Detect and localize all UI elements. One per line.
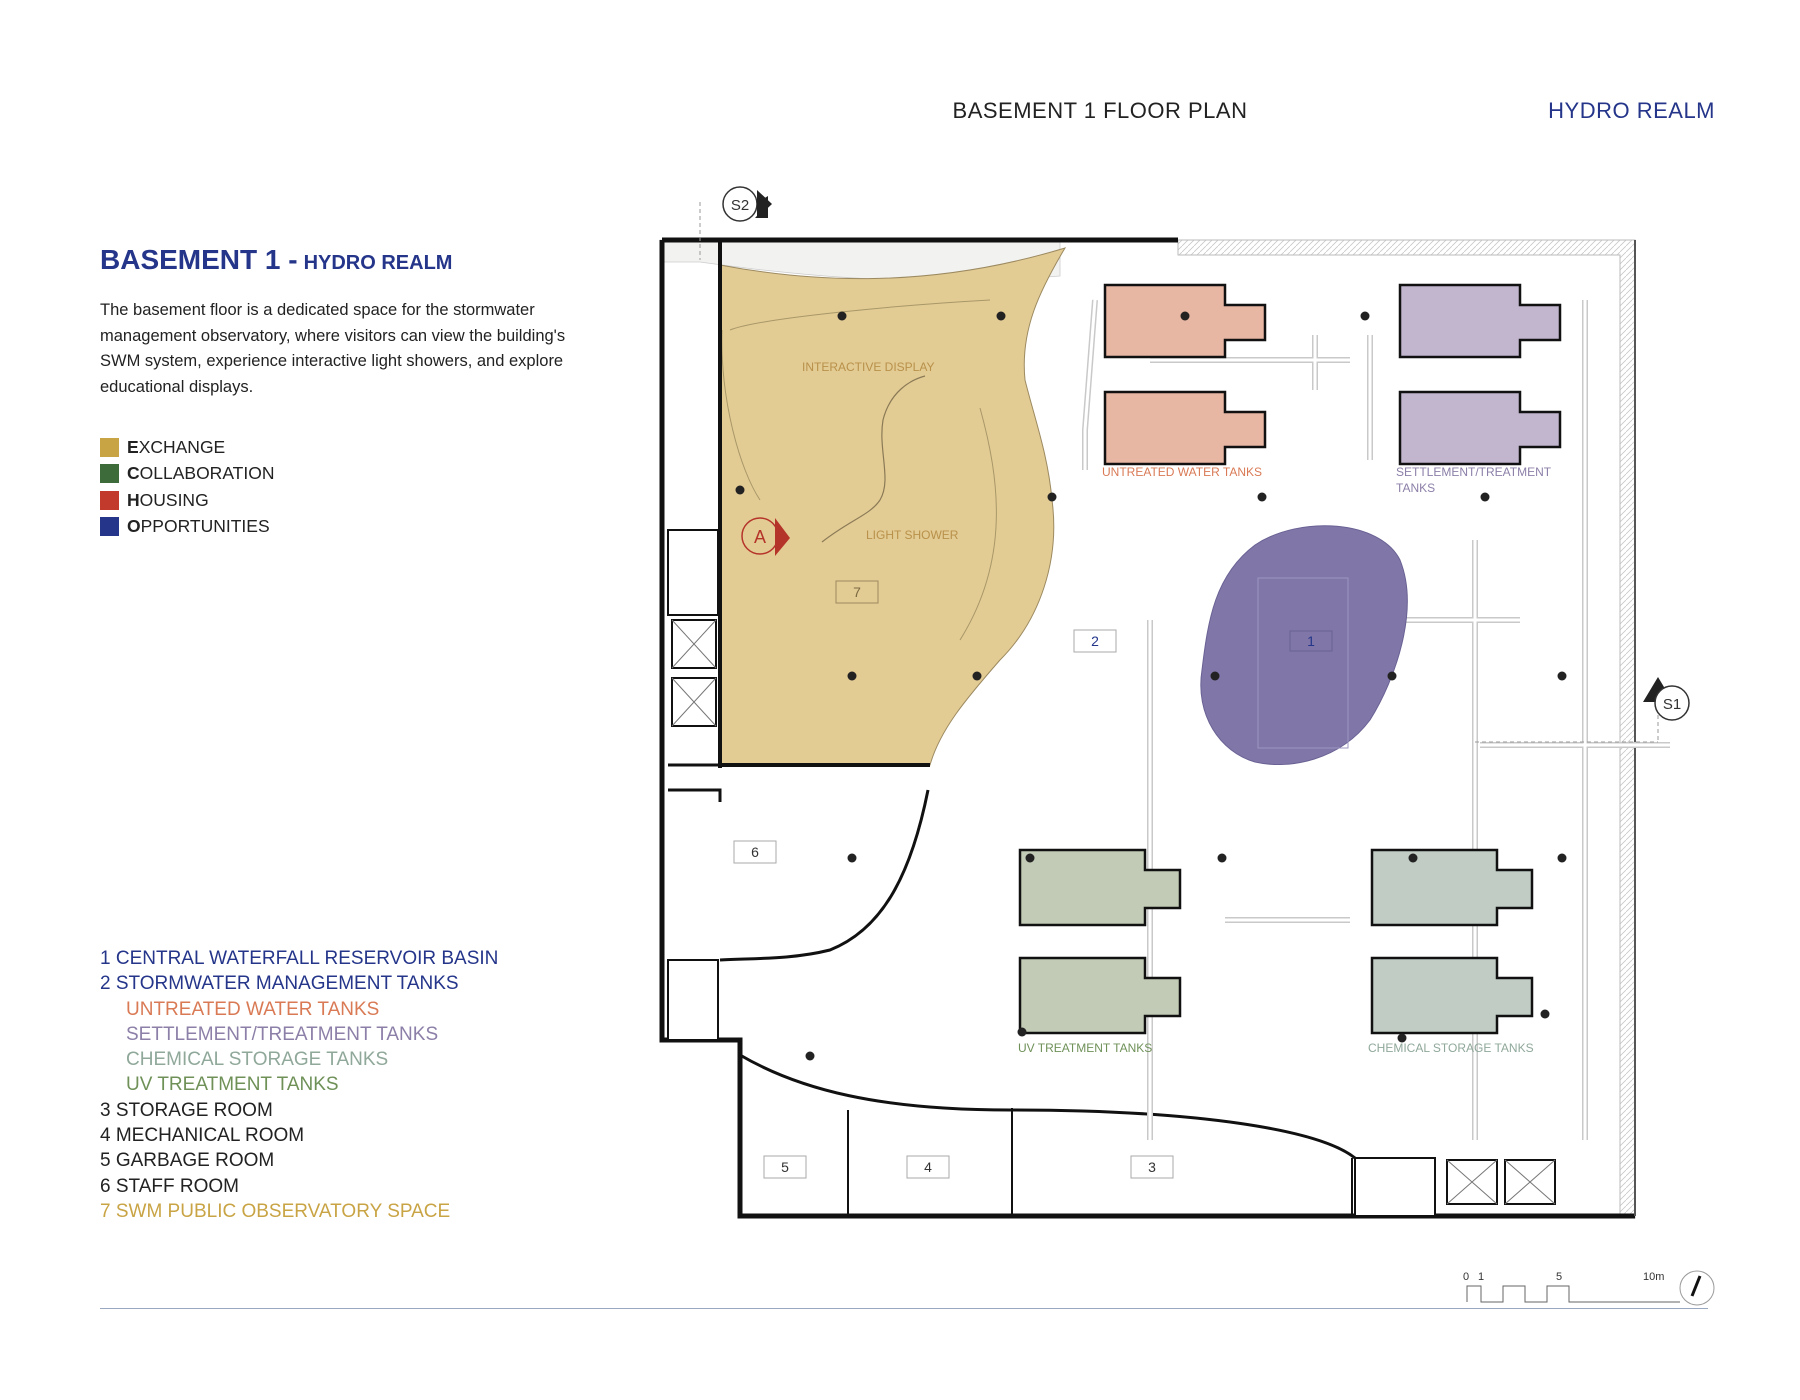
legend-initial: C: [127, 463, 140, 484]
outer-wall-west: [659, 240, 1635, 1219]
legend-label: PPORTUNITIES: [140, 516, 270, 537]
svg-text:A: A: [754, 527, 766, 547]
settlement-tank-1: [1398, 283, 1562, 359]
room-tag-4: 4: [906, 1155, 950, 1179]
service-rooms-partitions: [847, 1108, 1353, 1216]
legend-swatch-collaboration: [100, 464, 119, 484]
footer-divider: [100, 1308, 1708, 1309]
svg-text:S2: S2: [731, 197, 749, 214]
room-tag-6: 6: [733, 840, 777, 864]
room-subitem: SETTLEMENT/TREATMENT TANKS: [126, 1023, 439, 1045]
svg-text:7: 7: [853, 584, 861, 600]
label-untreated-tanks: UNTREATED WATER TANKS: [1102, 465, 1262, 479]
label-interactive-display: INTERACTIVE DISPLAY: [802, 360, 934, 374]
room-item: 5 GARBAGE ROOM: [100, 1150, 275, 1172]
stair-core-north: [667, 529, 719, 616]
project-name: HYDRO REALM: [1548, 98, 1715, 123]
structural-columns: [735, 311, 1567, 1061]
svg-text:0: 0: [1463, 1271, 1469, 1283]
basin-frame: [1257, 577, 1349, 749]
plan-title: BASEMENT 1 FLOOR PLAN: [952, 98, 1248, 123]
chemical-tank-1: [1370, 848, 1534, 927]
svg-text:5: 5: [781, 1159, 789, 1175]
north-arrow-icon: [1679, 1270, 1715, 1306]
display-wall-inner: [721, 329, 761, 501]
legend-label: OUSING: [139, 489, 209, 510]
svg-text:1: 1: [1478, 1271, 1484, 1283]
room-list: 1 CENTRAL WATERFALL RESERVOIR BASIN 2 ST…: [100, 946, 498, 1224]
reservoir-basin: [1200, 525, 1408, 765]
section-marker-a: A: [741, 517, 790, 556]
section-title-main: BASEMENT 1 -: [100, 244, 298, 275]
room-tag-5: 5: [763, 1155, 807, 1179]
service-rooms-wall: [739, 1053, 1356, 1160]
chemical-tank-2: [1370, 956, 1534, 1035]
room-tag-3: 3: [1130, 1155, 1174, 1179]
legend-initial: E: [127, 436, 139, 457]
room-tag-2: 2: [1073, 629, 1117, 653]
svg-text:6: 6: [751, 844, 759, 860]
staff-room-wall: [719, 789, 930, 962]
label-light-shower: LIGHT SHOWER: [866, 528, 959, 542]
room-tag-7: 7: [835, 580, 879, 604]
room-item: 2 STORMWATER MANAGEMENT TANKS: [100, 973, 459, 995]
section-title-sub: HYDRO REALM: [303, 252, 453, 274]
room-item: 1 CENTRAL WATERFALL RESERVOIR BASIN: [100, 948, 499, 969]
svg-text:5: 5: [1556, 1271, 1562, 1283]
scale-bar: 0 1 5 10m: [1463, 1271, 1680, 1303]
svg-text:10m: 10m: [1643, 1271, 1664, 1283]
legend-swatch-housing: [100, 490, 119, 510]
display-wall-east: [959, 407, 997, 641]
svg-text:1: 1: [1307, 633, 1315, 649]
room-item: 7 SWM PUBLIC OBSERVATORY SPACE: [100, 1200, 451, 1222]
legend-swatch-opportunities: [100, 517, 119, 537]
svg-text:S1: S1: [1663, 696, 1681, 713]
room-tag-1: 1: [1289, 630, 1333, 652]
label-settlement-tanks-line2: TANKS: [1396, 481, 1435, 495]
svg-text:2: 2: [1091, 633, 1099, 649]
uv-tank-1: [1018, 848, 1182, 927]
stair-core-east: [1354, 1157, 1436, 1217]
legend-label: OLLABORATION: [139, 463, 275, 484]
room-item: 6 STAFF ROOM: [100, 1175, 239, 1197]
legend-initial: H: [127, 489, 140, 510]
legend-initial: O: [127, 516, 141, 537]
observatory-area: [719, 247, 1067, 766]
stair-core-south: [667, 959, 719, 1041]
section-title: BASEMENT 1 -HYDRO REALM: [100, 244, 452, 276]
room-item: 4 MECHANICAL ROOM: [100, 1125, 305, 1147]
svg-text:3: 3: [1148, 1159, 1156, 1175]
settlement-tank-2: [1398, 390, 1562, 466]
label-uv-tanks: UV TREATMENT TANKS: [1018, 1041, 1152, 1055]
label-settlement-tanks-line1: SETTLEMENT/TREATMENT: [1396, 465, 1552, 479]
svg-text:4: 4: [924, 1159, 932, 1175]
uv-tank-2: [1018, 956, 1182, 1035]
section-marker-s1: S1: [1475, 677, 1690, 743]
room-item: 3 STORAGE ROOM: [100, 1099, 273, 1121]
untreated-tank-1: [1103, 283, 1267, 359]
light-shower-path: [821, 375, 926, 543]
legend-swatch-exchange: [100, 437, 119, 457]
untreated-tank-2: [1103, 390, 1267, 466]
room-subitem: UNTREATED WATER TANKS: [126, 998, 380, 1020]
room-subitem: UV TREATMENT TANKS: [126, 1074, 339, 1096]
section-description: The basement floor is a dedicated space …: [100, 301, 566, 396]
display-wall: [729, 299, 991, 331]
room-subitem: CHEMICAL STORAGE TANKS: [126, 1049, 389, 1071]
section-marker-s2: S2: [699, 186, 772, 260]
legend-label: XCHANGE: [138, 436, 226, 457]
label-chemical-tanks: CHEMICAL STORAGE TANKS: [1368, 1041, 1534, 1055]
